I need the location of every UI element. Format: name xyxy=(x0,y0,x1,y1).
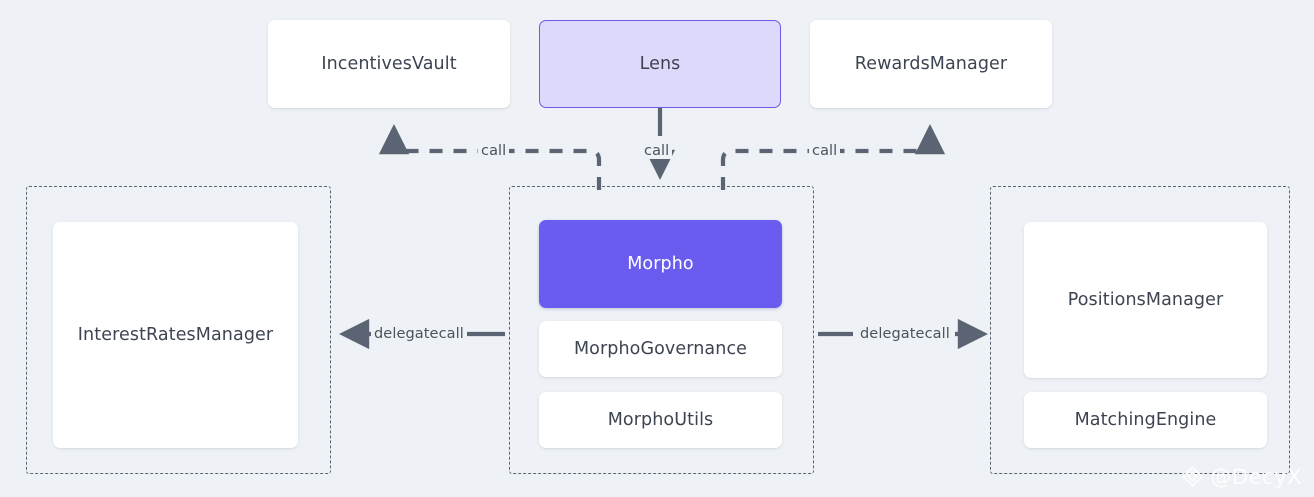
edge-label-call-left: call xyxy=(478,144,510,159)
node-label: MatchingEngine xyxy=(1074,409,1217,430)
node-lens[interactable]: Lens xyxy=(539,20,781,108)
watermark: @DecyX xyxy=(1180,464,1302,489)
node-label: Lens xyxy=(639,53,681,74)
group-positions xyxy=(990,186,1290,474)
edge-label-delegatecall-right: delegatecall xyxy=(857,327,953,342)
edge-call-left xyxy=(378,123,602,190)
node-matching-engine[interactable]: MatchingEngine xyxy=(1024,392,1267,448)
node-label: MorphoUtils xyxy=(607,409,714,430)
node-morpho-utils[interactable]: MorphoUtils xyxy=(539,392,782,448)
node-label: InterestRatesManager xyxy=(77,324,274,345)
node-interest-rates-manager[interactable]: InterestRatesManager xyxy=(53,222,298,448)
edge-label-call-right: call xyxy=(809,144,841,159)
node-label: Morpho xyxy=(627,253,694,274)
node-incentives-vault[interactable]: IncentivesVault xyxy=(268,20,510,108)
node-morpho[interactable]: Morpho xyxy=(539,220,782,308)
node-rewards-manager[interactable]: RewardsManager xyxy=(810,20,1052,108)
watermark-handle: @DecyX xyxy=(1210,464,1302,489)
group-interest-rates xyxy=(26,186,331,474)
edge-call-right xyxy=(720,123,946,190)
node-positions-manager[interactable]: PositionsManager xyxy=(1024,222,1267,378)
edge-label-delegatecall-left: delegatecall xyxy=(371,327,467,342)
node-morpho-governance[interactable]: MorphoGovernance xyxy=(539,321,782,377)
edge-label-call-center: call xyxy=(641,144,673,159)
node-label: IncentivesVault xyxy=(321,53,457,74)
node-label: MorphoGovernance xyxy=(573,338,748,359)
group-morpho xyxy=(509,186,814,474)
node-label: PositionsManager xyxy=(1067,289,1224,310)
diamond-logo-icon xyxy=(1181,466,1203,487)
node-label: RewardsManager xyxy=(854,53,1008,74)
